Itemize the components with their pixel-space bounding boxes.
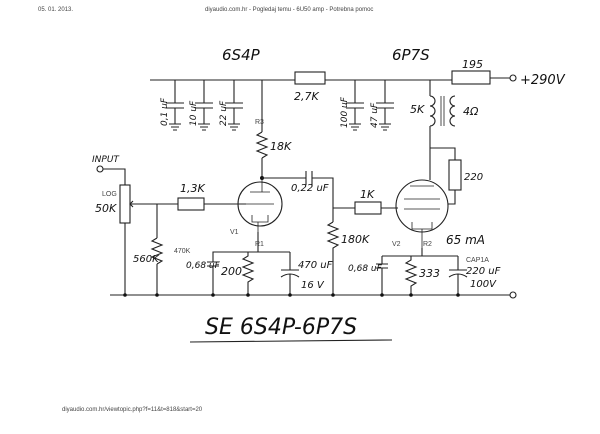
v2-cathode-lead [382,248,458,257]
label-tube2: 6P7S [392,46,430,64]
label-r-470k: 470K [174,248,191,255]
label-c-068-right: 0,68 uF [348,264,383,274]
label-input: INPUT [92,155,120,165]
header-date: 05. 01. 2013. [38,7,74,13]
supply-terminal [509,74,517,82]
cap-470uf [280,252,300,295]
filter-cap-22uf [225,80,243,131]
label-c-100: 100 uF [340,96,350,128]
label-current: 65 mA [446,233,485,247]
label-r2: R2 [423,241,432,248]
input-terminal [96,165,104,173]
b-plus-rail [150,77,510,81]
tube-v1-elements [246,178,274,232]
filter-cap-47uf [376,80,394,131]
input-lead [103,168,126,185]
label-coupling-cap: 0,22 uF [291,183,329,194]
label-c-470: 470 uF [298,260,333,271]
label-r-333: 333 [419,267,440,280]
resistor-220 [448,159,462,191]
label-r-1k: 1K [360,188,375,201]
header-forum-title: diyaudio.com.hr - Pogledaj temu - 6U50 a… [205,7,374,13]
title-underline [189,339,393,343]
resistor-195 [451,70,491,85]
label-r-18k: 18K [270,140,292,153]
label-r1: R1 [255,241,264,248]
resistor-560k [150,204,164,295]
ground-terminal [509,291,517,299]
label-v1: V1 [230,229,239,236]
label-tube1: 6S4P [222,46,261,64]
label-r-560k: 560K [133,254,160,265]
label-r-180k: 180K [341,233,370,246]
label-c-220: 220 uF [466,266,501,277]
label-c-0-1: 0,1 uF [160,97,170,126]
label-r-200: 200 [221,265,242,278]
filter-cap-10uf [195,80,213,131]
filter-cap-100uf [346,80,364,131]
label-c-22: 22 uF [219,100,229,126]
label-supply: +290V [520,73,566,88]
cap-220uf [448,256,468,295]
potentiometer-log [119,184,131,224]
label-c-10: 10 uF [189,100,199,126]
label-transformer-secondary: 4Ω [463,105,479,118]
label-v2: V2 [392,241,401,248]
output-transformer-core [440,96,445,126]
label-r-220: 220 [464,172,483,183]
label-v-100: 100V [470,279,497,290]
filter-cap-0-1uf [166,80,184,131]
coupling-cap [262,171,334,222]
label-pot-value: 50K [95,202,117,215]
cap-0-68-right [376,256,388,295]
resistor-2k7 [294,71,326,85]
label-cap1a: CAP1A [466,257,489,264]
tube-v2 [395,179,449,233]
schematic-title: SE 6S4P-6P7S [205,315,357,340]
output-transformer-primary [429,80,436,180]
label-r-195: 195 [462,58,483,71]
label-r3: R3 [255,119,264,126]
pot-wiper [129,200,178,208]
label-r-2k7: 2,7K [294,90,319,103]
tube-v2-elements [404,185,440,248]
label-c-068-left: 0,68 uF [186,261,221,271]
resistor-18k [255,131,269,159]
resistor-1k [354,201,382,215]
v1-cathode-lead [212,232,290,262]
resistor-200 [241,252,255,295]
stage2-grid-leak [326,221,340,295]
output-transformer-secondary [449,95,456,127]
label-pot-log: LOG [102,191,117,198]
resistor-333 [404,256,418,295]
resistor-1k3 [177,197,205,211]
cap-0-68-left [207,261,219,295]
label-transformer-primary: 5K [410,103,425,116]
footer-url: diyaudio.com.hr/viewtopic.php?f=11&t=818… [62,407,203,413]
label-v-16: 16 V [301,280,325,291]
label-r-1k3: 1,3K [180,182,205,195]
label-c-47: 47 uF [370,102,380,128]
